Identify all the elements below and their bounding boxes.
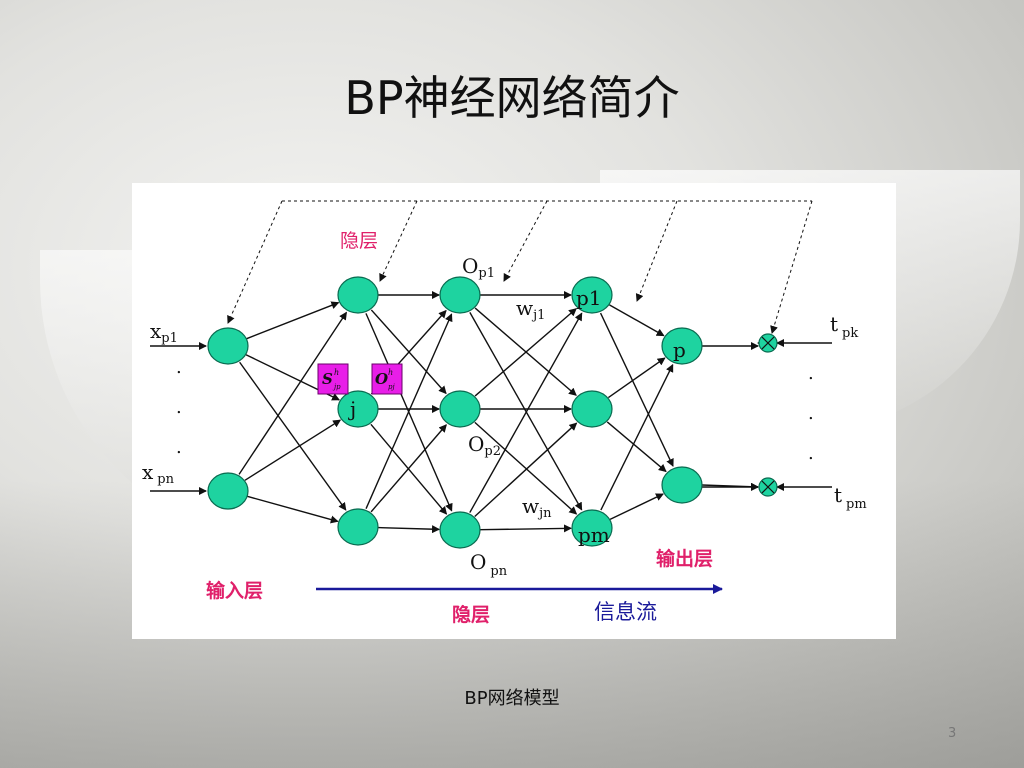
dot-left-1: . [176, 357, 182, 378]
node-in2 [207, 472, 249, 510]
node-p3 [571, 509, 613, 547]
connection-h1c-h2c [377, 525, 441, 534]
node-h1c [337, 508, 379, 546]
network-connections [238, 291, 759, 534]
connection-p1-o2 [599, 312, 674, 467]
label-w-jn: wjn [522, 494, 552, 521]
node-label-pm: pm [578, 523, 610, 547]
connection-in2-h1b [244, 419, 342, 481]
node-label-p: p [673, 338, 686, 362]
label-input-layer: 输入层 [206, 579, 263, 602]
dot-right-2: . [808, 403, 814, 424]
node-p2 [571, 390, 613, 428]
connection-in1-h1a [246, 301, 340, 340]
node-h2b [439, 390, 481, 428]
connection-h2c-p1 [469, 312, 583, 513]
node-label-j: j [348, 397, 356, 421]
connection-p2-o2 [606, 421, 667, 473]
connection-in1-h1c [239, 361, 347, 511]
dot-right-1: . [808, 363, 814, 384]
connection-h2a-p3 [469, 312, 583, 511]
o-box: O h pj [371, 363, 403, 395]
label-x-p1: xp1 [150, 319, 178, 346]
node-p1 [571, 276, 613, 314]
connection-h2b-p3 [474, 421, 578, 515]
s-box-sub: jp [332, 383, 341, 391]
o-box-base: O [375, 370, 388, 388]
connection-h2c-p3 [479, 524, 573, 533]
dot-right-3: . [808, 443, 814, 464]
connection-p3-o2 [609, 493, 664, 521]
connection-p2-o1 [607, 357, 666, 399]
connection-h2c-p2 [474, 422, 578, 518]
dot-left-3: . [176, 437, 182, 458]
node-h2c [439, 511, 481, 549]
connection-h2b-p1 [474, 308, 577, 397]
label-o-p1: Op1 [462, 254, 495, 281]
label-w-j1: wj1 [516, 296, 545, 323]
feedback-dashed-lines [227, 200, 813, 334]
dot-left-2: . [176, 397, 182, 418]
label-output-layer: 输出层 [656, 547, 713, 570]
input-arrows [150, 339, 832, 495]
o-box-sup: h [388, 368, 393, 377]
node-label-p1: p1 [576, 286, 602, 310]
connection-p3-o1 [600, 363, 674, 511]
slide-caption: BP网络模型 [464, 688, 560, 709]
comparator-nodes [758, 333, 778, 497]
node-h2a [439, 276, 481, 314]
slide-title: BP神经网络简介 [344, 71, 680, 125]
label-hidden-layer-bottom: 隐层 [452, 604, 490, 626]
connection-h1c-h2a [365, 313, 453, 509]
label-info-flow: 信息流 [594, 600, 657, 624]
node-h1b [337, 390, 379, 428]
label-o-p2: Op2 [468, 432, 501, 459]
connection-h1c-h2b [370, 424, 447, 513]
s-box-base: S [322, 370, 333, 388]
s-box-sup: h [334, 368, 339, 377]
connection-in2-h1a [238, 311, 347, 475]
connection-p1-o1 [609, 304, 665, 337]
label-hidden-layer-top: 隐层 [340, 230, 378, 252]
network-nodes [207, 276, 703, 549]
node-h1a [337, 276, 379, 314]
node-o2 [661, 466, 703, 504]
connection-in2-h1c [247, 495, 339, 524]
node-in1 [207, 327, 249, 365]
page-number: 3 [948, 726, 957, 741]
node-o1 [661, 327, 703, 365]
s-box: S h jp [317, 363, 349, 395]
o-box-sub: pj [388, 383, 395, 391]
